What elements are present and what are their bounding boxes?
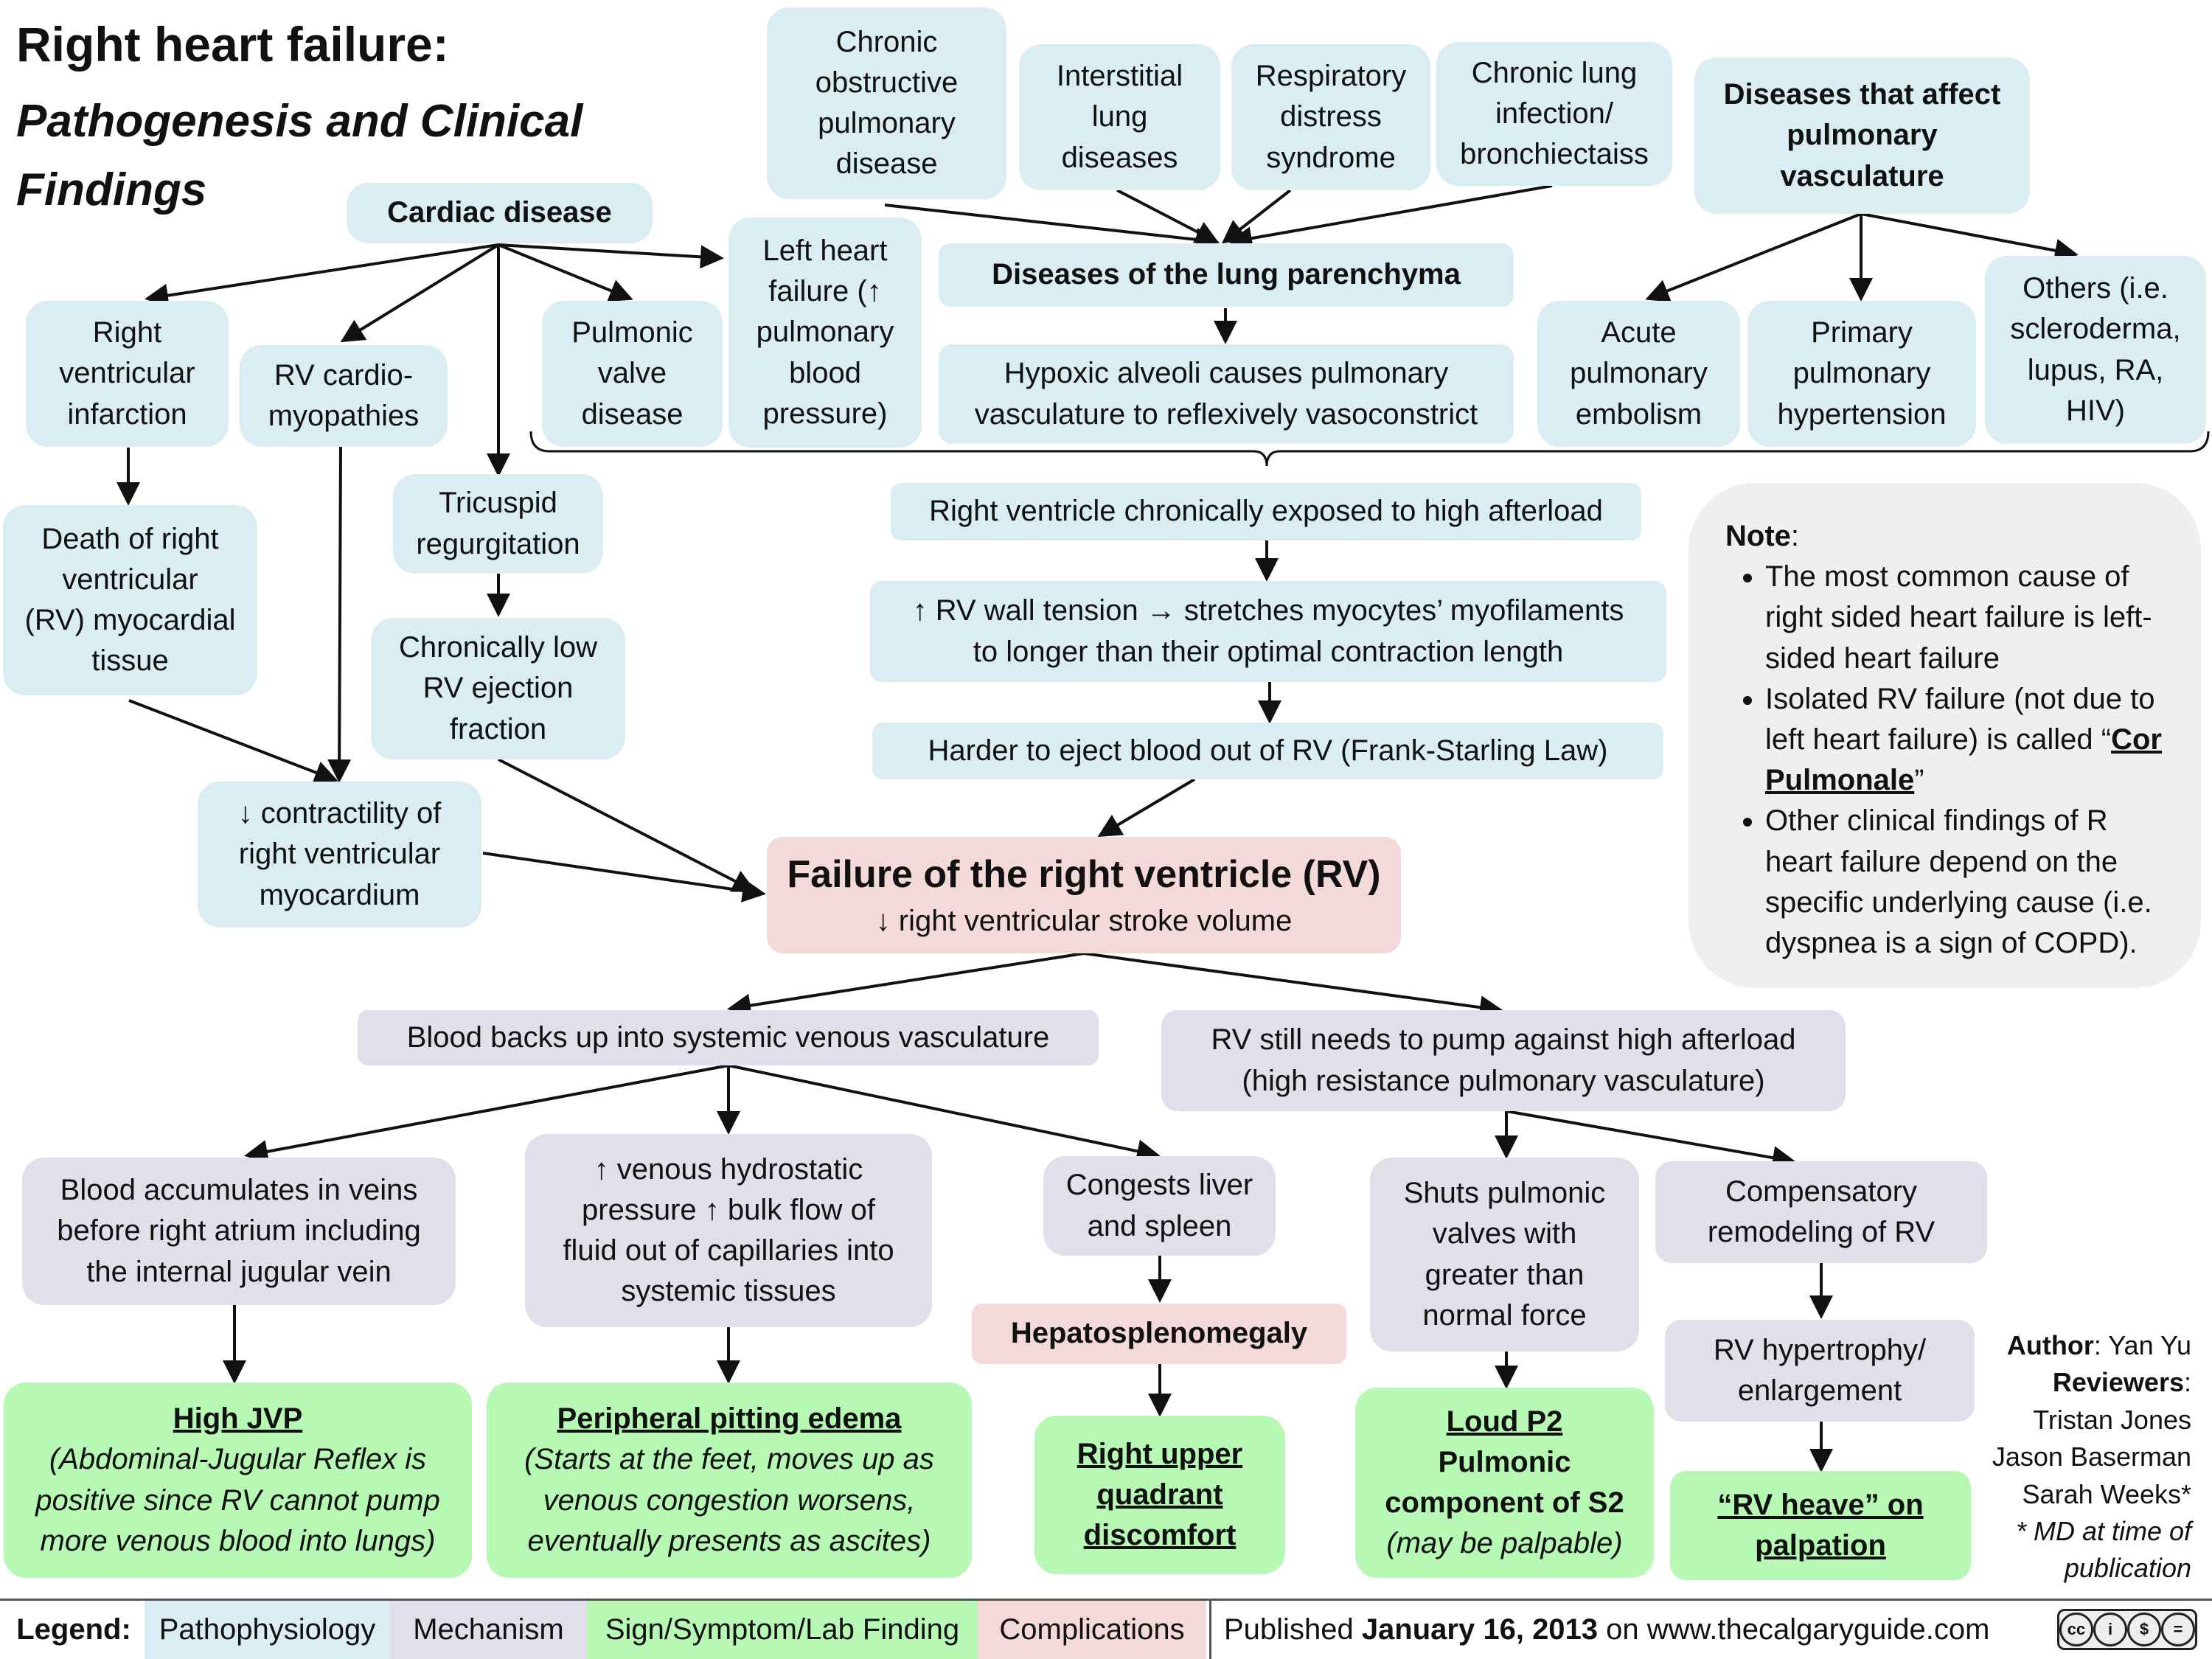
cardiac-disease-box: Cardiac disease xyxy=(347,183,653,243)
high-afterload-box: Right ventricle chronically exposed to h… xyxy=(891,483,1641,540)
rv-cardiomyopathies-box: RV cardio-myopathies xyxy=(240,345,448,447)
lung-parenchyma-box: Diseases of the lung parenchyma xyxy=(939,243,1514,307)
rv-failure-box: Failure of the right ventricle (RV)↓ rig… xyxy=(767,837,1401,953)
legend-sign-symptom: Sign/Symptom/Lab Finding xyxy=(587,1601,978,1659)
legend-bar: Legend: Pathophysiology Mechanism Sign/S… xyxy=(0,1599,2212,1659)
page-subtitle: Pathogenesis and Clinical Findings xyxy=(16,96,583,215)
legend-label: Legend: xyxy=(16,1613,131,1646)
page-title: Right heart failure: xyxy=(16,17,449,72)
legend-complications: Complications xyxy=(978,1601,1206,1659)
author-credits: Author: Yan Yu Reviewers: Tristan Jones … xyxy=(1992,1330,2191,1584)
other-vascular-diseases-box: Others (i.e.scleroderma,lupus, RA,HIV) xyxy=(1985,256,2206,444)
published-info: Published January 16, 2013 on www.thecal… xyxy=(1224,1613,1990,1646)
legend-pathophysiology: Pathophysiology xyxy=(145,1601,390,1659)
note-panel: Note: The most common cause of right sid… xyxy=(1688,483,2201,988)
rv-still-pumps-box: RV still needs to pump against high afte… xyxy=(1161,1010,1846,1111)
note-item: Isolated RV failure (not due to left hea… xyxy=(1765,679,2171,801)
legend-mechanism: Mechanism xyxy=(390,1601,587,1659)
note-item: The most common cause of right sided hea… xyxy=(1765,557,2171,679)
peripheral-edema-box: Peripheral pitting edema (Starts at the … xyxy=(487,1382,972,1578)
hepatosplenomegaly-box: Hepatosplenomegaly xyxy=(972,1304,1346,1364)
frank-starling-box: Harder to eject blood out of RV (Frank-S… xyxy=(872,723,1663,779)
rv-wall-tension-box: ↑ RV wall tension → stretches myocytes’ … xyxy=(870,581,1666,682)
rv-hypertrophy-box: RV hypertrophy/enlargement xyxy=(1665,1320,1975,1422)
note-item: Other clinical findings of R heart failu… xyxy=(1765,801,2171,964)
venous-backup-box: Blood backs up into systemic venous vasc… xyxy=(358,1010,1099,1065)
